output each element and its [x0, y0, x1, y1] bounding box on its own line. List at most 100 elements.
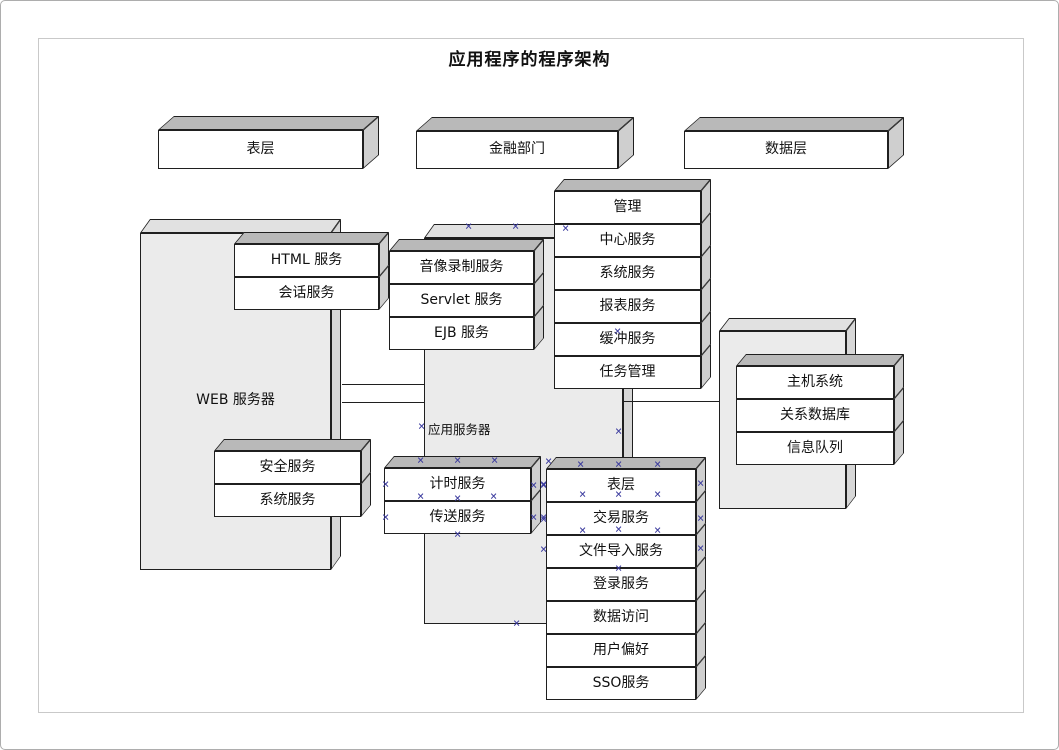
service-box-business-2[interactable]: 文件导入服务 — [546, 535, 696, 568]
service-box-mgmt-4[interactable]: 缓冲服务 — [554, 323, 701, 356]
connection-point-x: × — [417, 489, 425, 503]
connection-point-x: × — [615, 522, 623, 536]
connection-point-x: × — [615, 487, 623, 501]
connection-point-x: × — [540, 477, 548, 491]
connection-point-x: × — [614, 324, 622, 338]
service-box-security-0[interactable]: 安全服务 — [214, 451, 361, 484]
service-box-mgmt-5-label: 任务管理 — [599, 363, 656, 380]
service-box-host-2[interactable]: 信息队列 — [736, 432, 894, 465]
service-box-host-1-label: 关系数据库 — [780, 406, 850, 423]
service-box-security-1-label: 系统服务 — [259, 491, 316, 508]
service-box-mgmt-2-label: 系统服务 — [599, 264, 656, 281]
connection-point-x: × — [654, 487, 662, 501]
connection-point-x: × — [615, 457, 623, 471]
service-box-security-0-label: 安全服务 — [259, 458, 316, 475]
connection-point-x: × — [454, 453, 462, 467]
layer-box-surface-label: 表层 — [246, 140, 275, 157]
service-box-business-5[interactable]: 用户偏好 — [546, 634, 696, 667]
service-box-timer-1-label: 传送服务 — [429, 508, 486, 525]
box-top-face — [554, 179, 711, 191]
connection-point-x: × — [577, 457, 585, 471]
connection-point-x: × — [454, 527, 462, 541]
service-box-mgmt-5[interactable]: 任务管理 — [554, 356, 701, 389]
service-box-mgmt-0-label: 管理 — [613, 198, 642, 215]
service-box-mgmt-3[interactable]: 报表服务 — [554, 290, 701, 323]
connection-point-x: × — [697, 476, 705, 490]
service-box-av-2[interactable]: EJB 服务 — [389, 317, 534, 350]
service-box-business-0[interactable]: 表层 — [546, 469, 696, 502]
box-top-face — [234, 232, 389, 244]
service-box-business-3[interactable]: 登录服务 — [546, 568, 696, 601]
layer-box-data[interactable]: 数据层 — [684, 131, 888, 169]
service-box-av-2-label: EJB 服务 — [433, 324, 490, 341]
box-top-face — [416, 117, 634, 131]
connection-point-x: × — [540, 512, 548, 526]
box-top-face — [214, 439, 371, 451]
connection-point-x: × — [382, 510, 390, 524]
service-box-mgmt-2[interactable]: 系统服务 — [554, 257, 701, 290]
box-top-face — [736, 354, 904, 366]
service-box-timer-0-label: 计时服务 — [429, 475, 486, 492]
connection-point-x: × — [654, 457, 662, 471]
service-box-mgmt-3-label: 报表服务 — [599, 297, 656, 314]
connection-point-x: × — [697, 541, 705, 555]
connection-point-x: × — [465, 219, 473, 233]
connection-point-x: × — [382, 477, 390, 491]
box-top-face — [719, 318, 856, 331]
box-top-face — [389, 239, 544, 251]
service-box-mgmt-4-label: 缓冲服务 — [599, 330, 656, 347]
service-box-html-1[interactable]: 会话服务 — [234, 277, 379, 310]
service-box-html-1-label: 会话服务 — [278, 284, 335, 301]
service-box-mgmt-1-label: 中心服务 — [599, 231, 656, 248]
service-box-timer-1[interactable]: 传送服务 — [384, 501, 531, 534]
connection-point-x: × — [697, 511, 705, 525]
connection-point-x: × — [513, 616, 521, 630]
service-box-business-6[interactable]: SSO服务 — [546, 667, 696, 700]
service-box-security-1[interactable]: 系统服务 — [214, 484, 361, 517]
connection-point-x: × — [540, 542, 548, 556]
service-box-host-0[interactable]: 主机系统 — [736, 366, 894, 399]
service-box-business-4-label: 数据访问 — [593, 608, 649, 625]
service-box-business-0-label: 表层 — [607, 476, 635, 493]
connection-point-x: × — [540, 478, 548, 492]
service-box-av-1[interactable]: Servlet 服务 — [389, 284, 534, 317]
service-box-host-1[interactable]: 关系数据库 — [736, 399, 894, 432]
service-box-av-0[interactable]: 音像录制服务 — [389, 251, 534, 284]
connection-point-x: × — [615, 424, 623, 438]
service-box-host-2-label: 信息队列 — [787, 439, 843, 456]
connection-point-x: × — [417, 453, 425, 467]
service-box-mgmt-1[interactable]: 中心服务 — [554, 224, 701, 257]
canvas-frame — [38, 38, 1024, 713]
connection-point-x: × — [454, 491, 462, 505]
layer-box-surface[interactable]: 表层 — [158, 130, 363, 169]
layer-box-finance[interactable]: 金融部门 — [416, 131, 618, 169]
web-server-label: WEB 服务器 — [196, 392, 275, 408]
connection-point-x: × — [491, 453, 499, 467]
connection-point-x: × — [579, 523, 587, 537]
diagram-title: 应用程序的程序架构 — [448, 50, 611, 70]
service-box-host-0-label: 主机系统 — [787, 373, 843, 390]
layer-box-data-label: 数据层 — [765, 141, 807, 158]
service-box-timer-0[interactable]: 计时服务 — [384, 468, 531, 501]
service-box-business-1[interactable]: 交易服务 — [546, 502, 696, 535]
connection-point-x: × — [512, 219, 520, 233]
box-top-face — [684, 117, 904, 131]
connection-point-x: × — [540, 510, 548, 524]
service-box-mgmt-0[interactable]: 管理 — [554, 191, 701, 224]
service-box-business-4[interactable]: 数据访问 — [546, 601, 696, 634]
app-server-label: 应用服务器 — [428, 422, 491, 437]
service-box-business-1-label: 交易服务 — [593, 509, 649, 526]
layer-box-finance-label: 金融部门 — [489, 141, 545, 158]
box-top-face — [158, 116, 379, 130]
service-box-business-6-label: SSO服务 — [592, 674, 650, 691]
service-box-business-2-label: 文件导入服务 — [579, 542, 663, 559]
connection-point-x: × — [530, 478, 538, 492]
connection-point-x: × — [418, 419, 426, 433]
box-top-face — [384, 456, 541, 468]
service-box-html-0[interactable]: HTML 服务 — [234, 244, 379, 277]
connection-point-x: × — [490, 489, 498, 503]
service-box-business-3-label: 登录服务 — [593, 575, 649, 592]
connection-point-x: × — [654, 523, 662, 537]
connection-point-x: × — [615, 561, 623, 575]
